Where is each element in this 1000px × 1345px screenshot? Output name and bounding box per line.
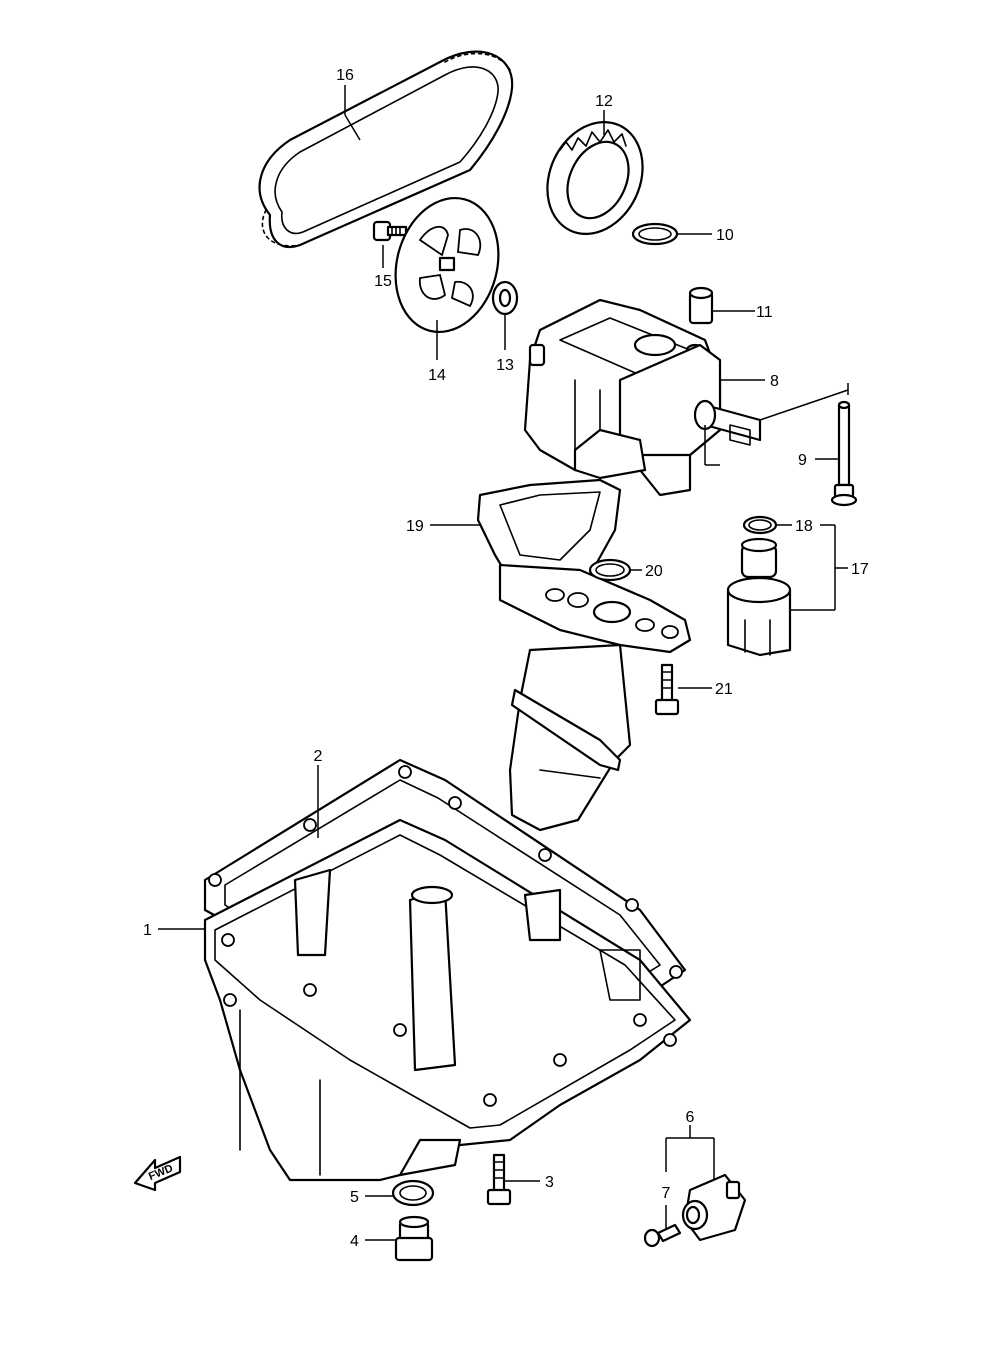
washer bbox=[491, 280, 519, 316]
callout-11: 11 bbox=[756, 304, 773, 321]
callout-18: 18 bbox=[795, 518, 813, 535]
callout-6: 6 bbox=[686, 1109, 695, 1126]
oil-drain-plug bbox=[394, 1215, 434, 1262]
callout-16: 16 bbox=[336, 67, 354, 84]
callout-1: 1 bbox=[143, 922, 152, 939]
callout-5: 5 bbox=[350, 1189, 359, 1206]
oil-pan bbox=[203, 818, 692, 1182]
switch-screw bbox=[643, 1223, 682, 1248]
oil-pressure-regulator bbox=[726, 515, 792, 657]
callout-13: 13 bbox=[496, 357, 514, 374]
oil-pressure-switch bbox=[681, 1173, 747, 1242]
oil-pump bbox=[523, 298, 762, 497]
pump-long-bolt bbox=[830, 400, 858, 507]
oil-pump-drive-sprocket bbox=[394, 196, 500, 334]
callout-12: 12 bbox=[595, 93, 613, 110]
callout-17: 17 bbox=[851, 561, 869, 578]
callout-19: 19 bbox=[406, 518, 424, 535]
oil-pan-bolt bbox=[486, 1153, 512, 1206]
oil-strainer bbox=[508, 643, 632, 832]
callout-7: 7 bbox=[662, 1185, 671, 1202]
forward-direction-arrow: FWD bbox=[133, 1155, 182, 1192]
o-ring-cover bbox=[588, 558, 632, 582]
drive-chain bbox=[258, 50, 514, 248]
o-ring-top bbox=[631, 222, 679, 246]
oil-pump-driven-sprocket bbox=[546, 120, 644, 236]
leader-lines bbox=[158, 85, 849, 1241]
callout-10: 10 bbox=[716, 227, 734, 244]
callout-3: 3 bbox=[545, 1174, 554, 1191]
callout-15: 15 bbox=[374, 273, 392, 290]
callout-20: 20 bbox=[645, 563, 663, 580]
callout-8: 8 bbox=[770, 373, 779, 390]
dowel-pin bbox=[688, 286, 714, 325]
oil-pump-cover bbox=[476, 478, 692, 654]
callout-4: 4 bbox=[350, 1233, 359, 1250]
sprocket-bolt bbox=[372, 220, 408, 242]
callout-14: 14 bbox=[428, 367, 446, 384]
callout-21: 21 bbox=[715, 681, 733, 698]
drain-plug-gasket bbox=[391, 1179, 435, 1207]
callout-9: 9 bbox=[798, 452, 807, 469]
cover-bolt bbox=[654, 663, 680, 716]
callout-2: 2 bbox=[314, 748, 323, 765]
callout-labels: 16 12 15 14 13 10 11 8 9 18 17 19 20 21 … bbox=[143, 67, 869, 1250]
